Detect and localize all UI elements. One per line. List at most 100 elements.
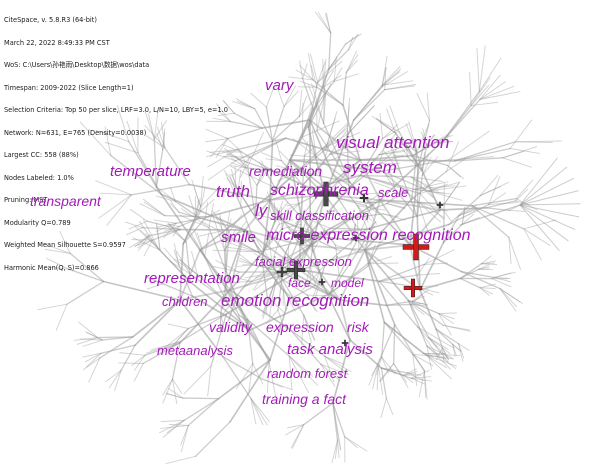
network-edge xyxy=(447,164,465,180)
network-edge xyxy=(169,260,191,274)
network-edge xyxy=(182,205,202,245)
network-node[interactable] xyxy=(318,278,326,286)
network-node[interactable] xyxy=(352,234,360,242)
network-edge xyxy=(156,133,164,151)
network-edge xyxy=(405,144,409,158)
keyword-label[interactable]: truth xyxy=(216,182,251,201)
network-edge xyxy=(426,354,452,380)
keyword-label[interactable]: face xyxy=(288,276,311,290)
network-node[interactable] xyxy=(313,181,339,207)
network-edge xyxy=(249,137,287,158)
network-edge xyxy=(198,230,221,237)
network-edge xyxy=(169,202,180,213)
network-edge xyxy=(454,141,516,162)
network-node[interactable] xyxy=(293,227,311,245)
network-edge xyxy=(222,99,235,114)
network-edge xyxy=(100,344,136,354)
network-edge xyxy=(385,397,394,415)
network-edge xyxy=(413,188,445,194)
network-edge xyxy=(195,199,199,217)
network-edge xyxy=(393,363,407,383)
keyword-label[interactable]: facial expression xyxy=(255,254,352,269)
keyword-label[interactable]: remediation xyxy=(249,163,323,179)
network-edge xyxy=(268,279,277,318)
keyword-label[interactable]: skill classification xyxy=(270,208,369,223)
keyword-label[interactable]: task analysis xyxy=(287,341,373,358)
network-node[interactable] xyxy=(341,339,349,347)
network-edge xyxy=(458,343,464,362)
network-edge xyxy=(371,356,383,377)
network-node[interactable] xyxy=(359,193,369,203)
network-node-burst[interactable] xyxy=(403,278,423,298)
network-edge xyxy=(523,228,542,261)
network-edge xyxy=(471,205,525,230)
network-edge xyxy=(301,78,314,110)
network-edge xyxy=(434,135,453,144)
network-edge xyxy=(359,159,456,162)
network-edge xyxy=(236,260,263,297)
network-edge xyxy=(301,120,340,138)
keyword-label[interactable]: children xyxy=(162,294,208,309)
network-edge xyxy=(173,258,198,275)
network-edge xyxy=(250,398,268,426)
keyword-label[interactable]: scale xyxy=(378,185,409,200)
network-edge xyxy=(426,345,453,359)
network-edge xyxy=(143,219,160,250)
network-edge xyxy=(384,84,416,91)
network-edge xyxy=(470,84,490,107)
network-edge xyxy=(76,337,99,345)
keyword-label[interactable]: smile xyxy=(221,229,257,246)
network-edge xyxy=(148,228,182,237)
network-node[interactable] xyxy=(286,260,306,280)
network-edge xyxy=(134,239,153,247)
keyword-label[interactable]: model xyxy=(331,276,364,290)
network-edge xyxy=(134,235,150,247)
keyword-label[interactable]: micro-expression recognition xyxy=(266,227,471,244)
network-edge xyxy=(110,154,162,195)
network-edge xyxy=(509,148,540,154)
network-edge xyxy=(288,328,326,357)
keyword-label[interactable]: vary xyxy=(265,77,294,94)
network-edge xyxy=(269,140,274,201)
keyword-label[interactable]: emotion recognition xyxy=(221,291,370,310)
keyword-label[interactable]: metaanalysis xyxy=(157,343,233,358)
network-edge xyxy=(406,146,423,172)
network-edge xyxy=(359,159,381,201)
keyword-label[interactable]: system xyxy=(343,158,397,177)
network-edge xyxy=(308,227,331,246)
network-edge xyxy=(300,264,326,292)
network-edge xyxy=(514,140,562,143)
network-edge xyxy=(442,324,472,332)
network-edge xyxy=(261,279,277,317)
network-edge xyxy=(281,266,303,269)
network-edge xyxy=(359,174,415,190)
keyword-label[interactable]: schizophrenia xyxy=(270,182,369,199)
network-node[interactable] xyxy=(436,201,444,209)
keyword-label[interactable]: temperature xyxy=(110,163,191,180)
network-edge xyxy=(419,277,462,291)
network-edge xyxy=(348,34,359,51)
network-edge xyxy=(294,212,305,225)
network-edge xyxy=(417,201,429,231)
network-edge xyxy=(356,216,360,251)
network-edge xyxy=(410,303,424,305)
network-edge xyxy=(384,173,397,191)
network-edge xyxy=(128,220,148,230)
keyword-label[interactable]: random forest xyxy=(267,366,348,381)
network-edge xyxy=(215,259,240,273)
network-edge xyxy=(269,298,290,361)
keyword-label[interactable]: expression xyxy=(266,319,334,335)
keyword-label[interactable]: representation xyxy=(144,270,240,287)
network-edge xyxy=(346,97,350,136)
network-node[interactable] xyxy=(276,266,288,278)
network-edge xyxy=(151,228,182,241)
keyword-label[interactable]: training a fact xyxy=(262,391,347,407)
network-node-burst[interactable] xyxy=(402,233,430,261)
keyword-label[interactable]: ly xyxy=(255,201,268,220)
keyword-label[interactable]: validity xyxy=(209,319,252,335)
keyword-label[interactable]: risk xyxy=(347,319,369,335)
keyword-label[interactable]: visual attention xyxy=(336,133,450,152)
keyword-label[interactable]: transparent xyxy=(30,193,101,209)
network-edge xyxy=(237,263,253,268)
